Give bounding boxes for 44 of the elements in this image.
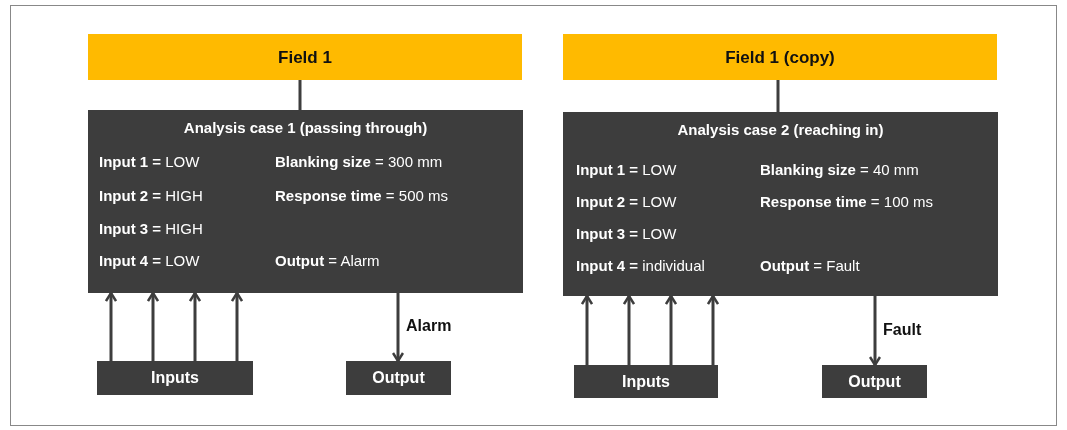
case-heading: Analysis case 2 (reaching in) [676, 122, 885, 137]
block-box [822, 365, 927, 398]
field-title: Field 1 [277, 49, 333, 66]
arrow [622, 294, 636, 365]
parameter-text: Input 4 = individual [576, 258, 705, 273]
parameter-text: Input 2 = HIGH [99, 188, 203, 203]
parameter-text: Input 4 = LOW [99, 253, 200, 268]
arrow [104, 291, 118, 361]
connector-line [776, 80, 780, 112]
arrow [664, 294, 678, 365]
field-bar [563, 34, 997, 80]
parameter-text: Input 1 = LOW [99, 154, 200, 169]
arrow [188, 291, 202, 361]
parameter-text: Blanking size = 40 mm [760, 162, 919, 177]
box-label: Output [847, 373, 902, 390]
parameter-text: Response time = 100 ms [760, 194, 933, 209]
arrow [706, 294, 720, 365]
field-bar [88, 34, 522, 80]
parameter-text: Input 2 = LOW [576, 194, 677, 209]
analysis-case-box [563, 112, 998, 296]
parameter-text: Output = Alarm [275, 253, 380, 268]
parameter-text: Input 3 = HIGH [99, 221, 203, 236]
arrow [391, 293, 405, 363]
analysis-case-box [88, 110, 523, 293]
edge-label: Fault [883, 321, 922, 338]
block-box [346, 361, 451, 395]
case-heading: Analysis case 1 (passing through) [182, 120, 429, 135]
block-box [97, 361, 253, 395]
parameter-text: Input 1 = LOW [576, 162, 677, 177]
parameter-text: Blanking size = 300 mm [275, 154, 443, 169]
edge-label: Alarm [406, 318, 452, 334]
parameter-text: Output = Fault [760, 258, 860, 273]
box-label: Inputs [621, 373, 671, 390]
arrow [868, 296, 882, 367]
arrow [580, 294, 594, 365]
connector-line [298, 80, 302, 110]
field-title: Field 1 (copy) [724, 49, 836, 66]
parameter-text: Response time = 500 ms [275, 188, 448, 203]
block-box [574, 365, 718, 398]
arrow [230, 291, 244, 361]
box-label: Output [371, 370, 426, 386]
arrow [146, 291, 160, 361]
box-label: Inputs [150, 370, 200, 386]
parameter-text: Input 3 = LOW [576, 226, 677, 241]
